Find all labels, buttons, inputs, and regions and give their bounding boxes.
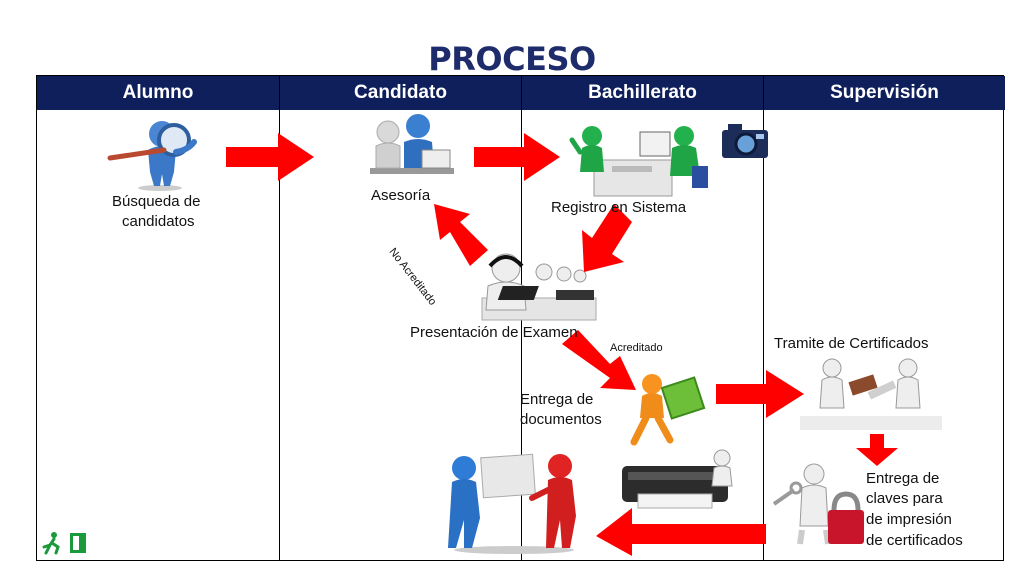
box-handover-icon <box>448 453 576 554</box>
entrega-doc-label-line2: documentos <box>520 411 602 428</box>
arrow-busqueda-to-asesoria <box>226 133 314 181</box>
exit-icon[interactable] <box>40 531 90 555</box>
arrow-examen-to-documentos <box>562 330 636 390</box>
certificate-exchange-icon <box>800 358 942 430</box>
acreditado-label: Acreditado <box>610 342 663 354</box>
arrow-tramite-to-claves <box>856 434 898 466</box>
claves-label-line2: claves para <box>866 490 943 507</box>
registro-label: Registro en Sistema <box>551 199 687 216</box>
lane-supervision: Supervisión <box>763 76 1005 560</box>
busqueda-label-line1: Búsqueda de <box>112 193 201 210</box>
lane-header-supervision: Supervisión <box>764 76 1005 110</box>
lane-header-candidato: Candidato <box>280 76 521 110</box>
claves-label-line3: de impresión <box>866 511 952 528</box>
printer-icon <box>622 449 733 509</box>
asesoria-label: Asesoría <box>371 187 431 204</box>
entrega-doc-label-line1: Entrega de <box>520 391 594 408</box>
arrow-registro-to-examen <box>582 204 632 272</box>
lane-candidato: Candidato <box>279 76 521 560</box>
search-person-icon <box>107 121 197 191</box>
advisory-people-icon <box>370 114 454 174</box>
examen-label: Presentación de Examen <box>410 324 578 341</box>
document-delivery-icon <box>630 374 706 446</box>
lane-header-bachillerato: Bachillerato <box>522 76 763 110</box>
swimlane-table: Alumno Candidato Bachillerato Supervisió… <box>36 75 1005 561</box>
claves-label-line1: Entrega de <box>866 470 940 487</box>
arrow-documentos-to-tramite <box>716 370 804 418</box>
camera-icon <box>722 124 768 158</box>
lane-alumno: Alumno <box>37 76 279 560</box>
arrow-printer-to-handover <box>596 508 766 556</box>
arrow-examen-to-asesoria <box>434 204 488 266</box>
page-title: PROCESO <box>428 40 596 78</box>
exam-people-icon <box>481 253 597 321</box>
padlock-keys-icon <box>772 463 864 545</box>
lane-bachillerato: Bachillerato <box>521 76 763 560</box>
busqueda-label-line2: candidatos <box>122 213 195 230</box>
lane-header-alumno: Alumno <box>37 76 279 110</box>
tramite-label: Tramite de Certificados <box>774 335 929 352</box>
arrow-asesoria-to-registro <box>474 133 560 181</box>
claves-label-line4: de certificados <box>866 532 963 549</box>
registration-office-icon <box>569 126 708 197</box>
